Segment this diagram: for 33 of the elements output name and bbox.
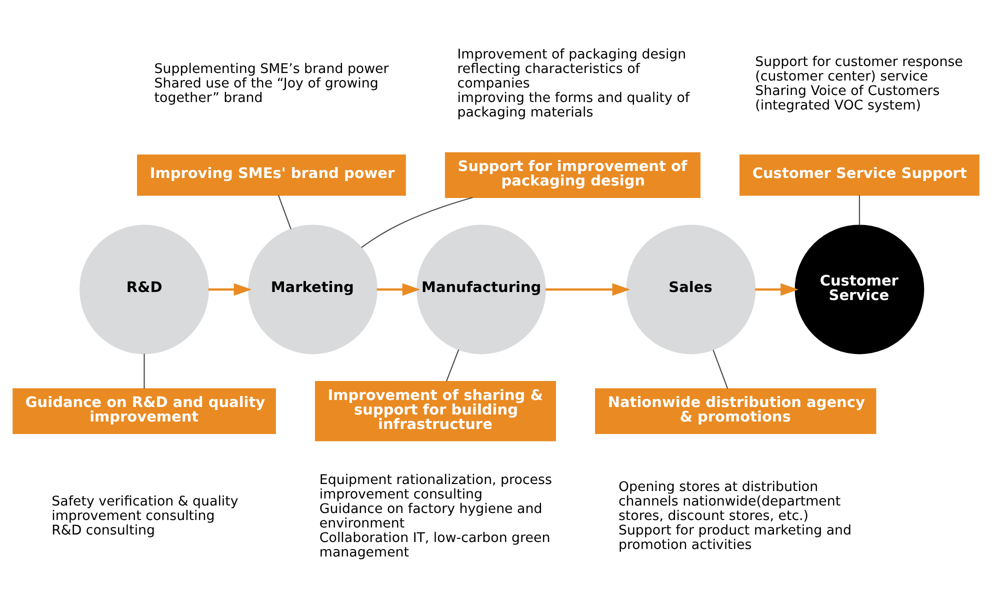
node-label: Sharing Voice of Customers (integrated VOC system): [755, 84, 940, 114]
arrow: [376, 283, 420, 296]
node-label: Safety verification & quality improvement consulting: [52, 494, 238, 524]
node-circle: R&D: [80, 224, 209, 354]
node-label: Support for customer response (customer center) service: [755, 54, 963, 84]
node-label: Guidance on factory hygiene and environment: [319, 502, 542, 532]
node-circle: Manufacturing: [416, 224, 546, 354]
node-label: improving the forms and quality of packaging materials: [457, 91, 690, 121]
node-box: Customer Service Support: [740, 154, 980, 196]
node-label: Collaboration IT, low-carbon green management: [319, 530, 550, 560]
connector: [361, 196, 473, 248]
connector: [712, 350, 728, 389]
connector: [144, 354, 145, 389]
node-label: Shared use of the “Joy of growing together” brand: [154, 76, 378, 106]
node-label: Equipment rationalization, process improvement consulting: [319, 472, 552, 502]
node-box: Improving SMEs' brand power: [137, 154, 406, 196]
node-label: Support for product marketing and promotion activities: [618, 524, 852, 554]
node-box: Guidance on R&D and quality improvement: [12, 388, 276, 434]
node-box: Support for improvement of packaging design: [444, 152, 700, 198]
connector: [858, 195, 860, 226]
node-box: Improvement of sharing & support for building infrastructure: [314, 380, 556, 442]
node-circle: Customer Service: [794, 224, 924, 354]
node-circle: Sales: [626, 224, 756, 354]
arrow: [208, 283, 252, 296]
node-circle: Marketing: [248, 224, 378, 354]
node-box: Nationwide distribution agency & promotions: [595, 388, 876, 434]
arrow: [546, 283, 630, 296]
node-label: R&D consulting: [52, 524, 156, 539]
node-label: Supplementing SME’s brand power: [154, 62, 389, 78]
connector: [446, 349, 460, 382]
node-label: Opening stores at distribution channels nationwide(department stores, discount stores, etc.): [618, 480, 841, 524]
connector: [278, 195, 292, 230]
arrow: [755, 283, 798, 296]
